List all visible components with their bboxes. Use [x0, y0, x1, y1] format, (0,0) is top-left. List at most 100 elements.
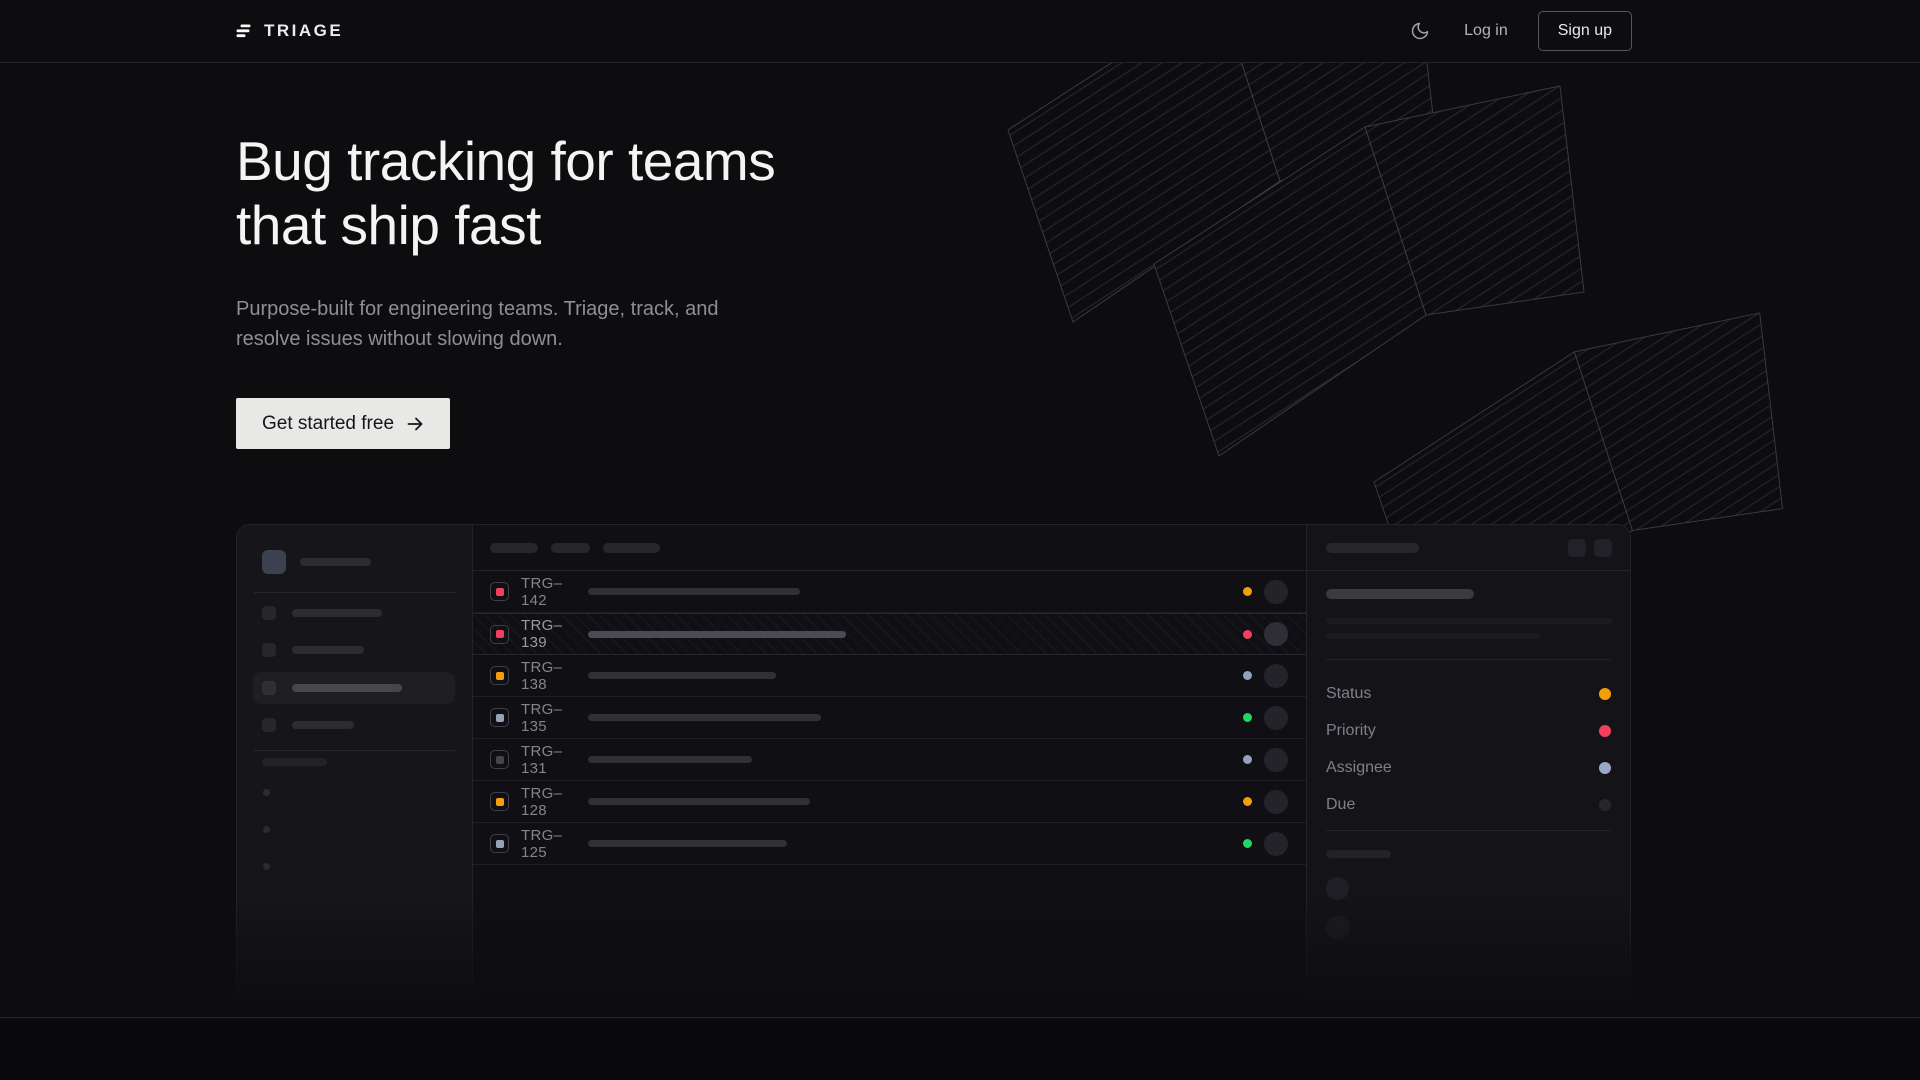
- app-preview-panel: TRG–142 TRG–139 TRG–138 TRG–135 TRG–131: [236, 524, 1631, 1017]
- detail-description-skeleton: [1326, 633, 1541, 639]
- sidebar-item-icon: [262, 718, 276, 732]
- list-tab-skeleton: [490, 542, 538, 553]
- hero-subtitle: Purpose-built for engineering teams. Tri…: [236, 298, 719, 350]
- workspace-row: [262, 550, 371, 574]
- issue-row: TRG–138: [473, 655, 1306, 697]
- detail-title-skeleton: [1326, 589, 1474, 599]
- detail-field-dot: [1599, 724, 1611, 737]
- login-link[interactable]: Log in: [1464, 22, 1508, 39]
- detail-fields: Status Priority Assignee Due: [1326, 675, 1611, 823]
- status-dot: [1243, 587, 1252, 596]
- status-dot: [1243, 839, 1252, 848]
- detail-breadcrumb-skeleton: [1326, 542, 1419, 553]
- issue-row: TRG–131: [473, 739, 1306, 781]
- detail-field-label: Priority: [1326, 721, 1376, 739]
- app-preview-sidebar: [237, 525, 473, 1017]
- detail-field-row: Due: [1326, 786, 1611, 823]
- sidebar-divider: [254, 750, 455, 751]
- nav-actions: Log in Sign up: [1406, 11, 1632, 51]
- issue-id: TRG–135: [521, 700, 563, 735]
- assignee-avatar: [1264, 663, 1288, 688]
- assignee-avatar: [1264, 579, 1288, 604]
- issue-type-icon: [490, 834, 509, 853]
- issue-row: TRG–139: [473, 613, 1306, 655]
- comment-avatar-skeleton: [1326, 916, 1350, 940]
- issue-id: TRG–131: [521, 742, 563, 777]
- detail-section-skeleton: [1326, 850, 1391, 858]
- issue-row: TRG–142: [473, 571, 1306, 613]
- get-started-label: Get started free: [262, 412, 395, 434]
- detail-field-label: Status: [1326, 684, 1372, 702]
- brand-logo[interactable]: TRIAGE: [236, 21, 343, 41]
- sidebar-item-label-skeleton: [292, 609, 382, 617]
- detail-divider: [1326, 830, 1611, 831]
- signup-button[interactable]: Sign up: [1537, 11, 1632, 51]
- hero-heading-line2: that ship fast: [236, 194, 541, 256]
- detail-field-dot: [1599, 687, 1611, 700]
- sidebar-section-skeleton: [262, 758, 327, 766]
- detail-header: [1307, 525, 1630, 571]
- sidebar-item-skeleton-active: [262, 681, 402, 695]
- sidebar-item-skeleton: [262, 643, 364, 657]
- workspace-name-skeleton: [300, 558, 371, 566]
- issue-detail-panel: Status Priority Assignee Due: [1307, 525, 1630, 1017]
- footer-strip: [0, 1019, 1920, 1080]
- issue-title-skeleton: [588, 714, 821, 721]
- issue-row: TRG–128: [473, 781, 1306, 823]
- assignee-avatar: [1264, 747, 1288, 772]
- sidebar-dot-skeleton: [263, 863, 270, 870]
- issue-list-header: [473, 525, 1306, 571]
- issue-type-icon: [490, 624, 509, 644]
- issue-id: TRG–139: [521, 617, 563, 651]
- top-nav: TRIAGE Log in Sign up: [0, 0, 1920, 63]
- detail-field-label: Due: [1326, 795, 1356, 813]
- sidebar-item-skeleton: [262, 718, 354, 732]
- sidebar-divider: [254, 592, 455, 593]
- issue-title-skeleton: [588, 756, 752, 763]
- sidebar-item-label-skeleton: [292, 684, 402, 692]
- detail-action-skeleton: [1568, 538, 1586, 557]
- assignee-avatar: [1264, 831, 1288, 856]
- detail-field-row: Priority: [1326, 712, 1611, 749]
- detail-field-row: Assignee: [1326, 749, 1611, 786]
- issue-title-skeleton: [588, 588, 800, 595]
- moon-icon: [1411, 22, 1429, 40]
- issue-type-icon: [490, 792, 509, 811]
- issue-type-icon: [490, 582, 509, 601]
- detail-divider: [1326, 659, 1611, 660]
- detail-action-skeleton: [1594, 538, 1612, 557]
- brand-name: TRIAGE: [264, 21, 344, 40]
- assignee-avatar: [1264, 622, 1288, 646]
- issue-id: TRG–128: [521, 784, 563, 819]
- issue-type-icon: [490, 666, 509, 685]
- detail-field-label: Assignee: [1326, 758, 1392, 776]
- detail-field-row: Status: [1326, 675, 1611, 712]
- sidebar-dot-skeleton: [263, 826, 270, 833]
- issue-id: TRG–138: [521, 658, 563, 693]
- status-dot: [1243, 797, 1252, 806]
- sidebar-item-icon: [262, 643, 276, 657]
- arrow-right-icon: [407, 417, 423, 430]
- sidebar-item-label-skeleton: [292, 646, 364, 654]
- get-started-button[interactable]: Get started free: [236, 398, 451, 449]
- status-dot: [1243, 629, 1252, 639]
- issue-list-panel: TRG–142 TRG–139 TRG–138 TRG–135 TRG–131: [473, 525, 1307, 1017]
- detail-description-skeleton: [1326, 618, 1613, 624]
- sidebar-dot-skeleton: [263, 789, 270, 796]
- issue-id: TRG–125: [521, 826, 563, 861]
- assignee-avatar: [1264, 789, 1288, 814]
- issue-title-skeleton: [588, 798, 810, 805]
- issue-row: TRG–135: [473, 697, 1306, 739]
- sidebar-item-skeleton: [262, 606, 382, 620]
- theme-toggle-button[interactable]: [1406, 17, 1434, 45]
- issue-type-icon: [490, 750, 509, 769]
- list-tab-skeleton: [551, 542, 590, 553]
- issue-title-skeleton: [588, 672, 776, 679]
- status-dot: [1243, 713, 1252, 722]
- sidebar-item-icon: [262, 681, 276, 695]
- issue-row: TRG–125: [473, 823, 1306, 865]
- brand-logo-icon: [236, 24, 251, 38]
- issue-title-skeleton: [588, 630, 846, 638]
